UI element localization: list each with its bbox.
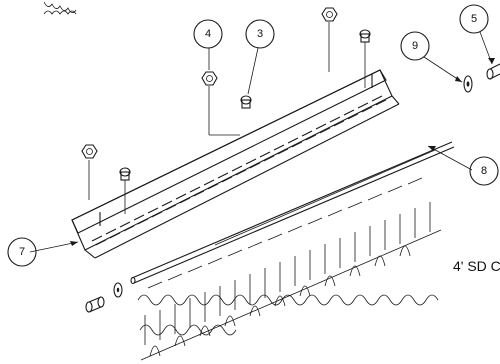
carriage-bolt (240, 95, 252, 109)
callout-3: 3 (245, 19, 275, 49)
callout-label: 8 (481, 165, 487, 177)
arrowhead (488, 58, 495, 64)
callout-label: 9 (412, 40, 418, 52)
tray-slots (91, 95, 387, 246)
chain-assembly (137, 149, 442, 361)
callout-7: 7 (7, 237, 37, 267)
chain-fragment-top (43, 1, 77, 15)
hex-nut (321, 7, 338, 22)
hex-nut (201, 71, 218, 86)
end-cap (486, 63, 500, 80)
callout-label: 7 (19, 246, 25, 258)
drawing-caption: 4' SD C (453, 258, 500, 274)
washer (113, 282, 123, 298)
callout-4: 4 (193, 19, 223, 49)
callout-5: 5 (459, 4, 489, 34)
carriage-bolt (119, 167, 131, 181)
arrowhead (428, 146, 436, 151)
end-cap (85, 296, 105, 313)
callout-label: 4 (205, 28, 211, 40)
callout-label: 3 (257, 28, 263, 40)
callout-9: 9 (400, 31, 430, 61)
leader-line (427, 145, 473, 171)
callout-8: 8 (469, 156, 499, 186)
carriage-bolt (359, 29, 371, 43)
leader-line (29, 241, 79, 253)
leader-line (247, 47, 259, 95)
hex-nut (81, 144, 98, 159)
rod (130, 141, 455, 285)
channel-tray (71, 69, 400, 259)
leader-line (423, 56, 463, 83)
callout-label: 5 (471, 13, 477, 25)
arrowhead (70, 241, 78, 246)
arrowhead (455, 76, 462, 82)
washer (463, 75, 473, 93)
